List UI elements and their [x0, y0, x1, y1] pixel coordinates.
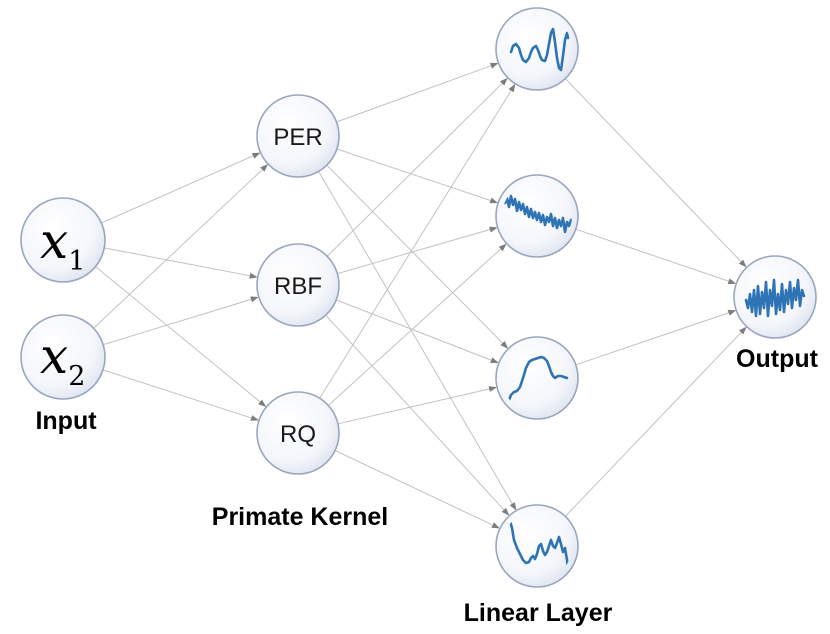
kernel-label-rq: RQ — [280, 421, 316, 448]
linear-node-1 — [495, 7, 579, 91]
kernel-node-rq-circle — [256, 391, 340, 475]
edge-x2-to-per — [92, 165, 268, 330]
arrowhead-into-per — [252, 152, 261, 159]
dip-and-spike-wave-icon — [508, 519, 570, 570]
edge-rq-to-l2 — [328, 244, 506, 406]
kernel-node-per: PER — [256, 94, 340, 178]
arrowhead-into-out — [739, 326, 747, 335]
arrowhead-into-l2 — [489, 226, 498, 233]
high-frequency-wave-icon — [744, 278, 806, 318]
kernel-node-rq: RQ — [256, 391, 340, 475]
arrowhead-into-rbf — [250, 296, 259, 303]
edge-rbf-to-l4 — [325, 314, 509, 515]
arrowhead-into-out — [727, 309, 737, 316]
arrowhead-into-l2 — [498, 243, 507, 252]
input-node-x1: x1 — [20, 197, 106, 283]
arrowhead-into-l3 — [500, 341, 509, 349]
linear-node-2 — [495, 174, 579, 258]
kernel-node-rbf: RBF — [256, 243, 340, 327]
edge-per-to-l3 — [326, 164, 508, 348]
input-subscript-1: 1 — [68, 246, 85, 277]
arrowhead-into-l4 — [509, 502, 517, 511]
input-variable-x1: x — [40, 212, 68, 270]
arrowhead-into-per — [260, 164, 269, 172]
linear-node-3-circle — [495, 336, 579, 420]
rising-plateau-wave-icon — [507, 355, 569, 402]
connection-edges — [92, 62, 747, 529]
edge-l1-to-out — [565, 78, 746, 267]
linear-layer-label: Linear Layer — [464, 599, 613, 627]
input-variable-x2: x — [40, 327, 68, 385]
input-node-x1-label: x1 — [40, 212, 85, 277]
oscillating-wave-icon — [509, 27, 570, 72]
input-subscript-2: 2 — [68, 361, 85, 392]
edge-l4-to-out — [564, 327, 746, 517]
kernel-label-per: PER — [273, 124, 322, 151]
kernel-node-rbf-circle — [256, 243, 340, 327]
linear-node-4 — [495, 504, 579, 588]
edge-per-to-l1 — [336, 63, 497, 123]
arrowhead-into-l1 — [508, 83, 516, 93]
kernel-layer-label: Primate Kernel — [212, 503, 388, 531]
edge-rq-to-l3 — [337, 387, 496, 425]
edge-l2-to-out — [575, 228, 735, 284]
edge-x2-to-rq — [101, 369, 258, 421]
linear-node-4-circle — [495, 504, 579, 588]
output-layer-label: Output — [736, 345, 819, 373]
edge-per-to-l4 — [318, 171, 516, 510]
kernel-node-per-circle — [256, 94, 340, 178]
arrowhead-into-rbf — [249, 272, 258, 279]
arrowhead-into-l2 — [489, 197, 499, 204]
arrowhead-into-rq — [250, 415, 259, 421]
input-node-x2: x2 — [20, 314, 106, 400]
edge-x1-to-per — [100, 152, 259, 224]
linear-node-3 — [495, 336, 579, 420]
edge-rbf-to-l1 — [326, 78, 507, 257]
arrowhead-into-rq — [258, 399, 267, 407]
edge-rbf-to-l2 — [337, 227, 496, 275]
edge-l3-to-out — [575, 310, 735, 366]
input-node-x2-circle — [20, 314, 106, 400]
edge-x1-to-rq — [94, 265, 266, 407]
arrowhead-into-out — [727, 278, 737, 285]
edge-rq-to-l4 — [334, 450, 499, 529]
input-layer-label: Input — [35, 407, 97, 435]
arrowhead-into-l4 — [501, 507, 510, 516]
edge-rq-to-l1 — [319, 85, 515, 399]
arrowhead-into-l1 — [500, 77, 508, 86]
arrowhead-into-l1 — [489, 62, 499, 69]
input-node-x2-label: x2 — [40, 327, 85, 392]
noisy-declining-wave-icon — [503, 194, 572, 234]
edge-x1-to-rbf — [103, 247, 256, 278]
arrowhead-into-l4 — [491, 522, 500, 529]
arrowhead-into-l3 — [490, 357, 499, 364]
edge-rbf-to-l3 — [336, 299, 498, 363]
output-node — [733, 255, 817, 339]
edge-per-to-l2 — [336, 148, 497, 203]
kernel-label-rbf: RBF — [274, 273, 322, 300]
arrowhead-into-out — [738, 259, 747, 268]
arrowhead-into-l3 — [488, 386, 497, 392]
input-node-x1-circle — [20, 197, 106, 283]
edge-x2-to-rbf — [102, 297, 258, 346]
